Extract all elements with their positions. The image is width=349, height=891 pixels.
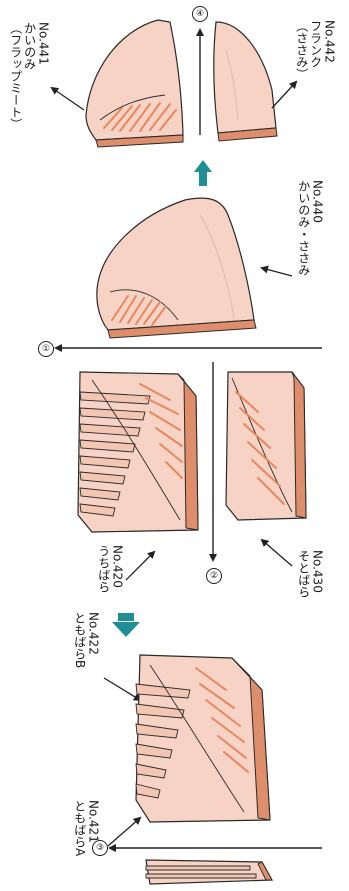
cut-marker-3: ③	[92, 840, 108, 856]
pointer-422	[104, 678, 140, 700]
label-no441-name: かいのみ	[22, 22, 36, 130]
label-no422: No.422 ともばらB	[72, 612, 100, 668]
piece-430-sotobara	[226, 372, 306, 520]
label-no442: No.442 フランク （ささみ）	[294, 20, 335, 80]
pointer-430	[262, 540, 292, 566]
piece-442-flank	[214, 22, 277, 141]
label-no420: No.420 うちばら	[96, 545, 124, 593]
label-no420-number: No.420	[110, 545, 124, 593]
label-no441-number: No.441	[36, 22, 50, 130]
process-arrow-1	[194, 160, 212, 186]
label-no442-name: フランク	[308, 20, 322, 80]
cut-marker-4: ④	[192, 6, 208, 22]
label-no441: No.441 かいのみ （フラップミート）	[8, 22, 49, 130]
pointer-420	[126, 552, 154, 580]
piece-420-uchibara	[78, 372, 198, 532]
label-no420-name: うちばら	[96, 545, 110, 593]
label-no440-name: かいのみ・ささみ	[296, 180, 310, 276]
label-no442-alt: （ささみ）	[294, 20, 308, 80]
piece-422-tomobara-b	[136, 655, 270, 822]
label-no440: No.440 かいのみ・ささみ	[296, 180, 324, 276]
cut-marker-2: ②	[206, 568, 222, 584]
label-no430-number: No.430	[310, 550, 324, 598]
pointer-441	[52, 88, 84, 110]
piece-441-flap-meat	[86, 20, 183, 147]
label-no430: No.430 そとばら	[296, 550, 324, 598]
piece-421-tomobara-a	[146, 860, 272, 884]
label-no422-name: ともばらB	[72, 612, 86, 668]
label-no430-name: そとばら	[296, 550, 310, 598]
pointer-421	[108, 818, 140, 846]
label-no421-name: ともばらA	[72, 800, 86, 856]
pointer-440	[262, 268, 292, 276]
label-no441-alt: （フラップミート）	[8, 22, 22, 130]
label-no422-number: No.422	[86, 612, 100, 668]
label-no442-number: No.442	[322, 20, 336, 80]
process-arrow-2	[112, 613, 140, 637]
pointer-442	[272, 82, 296, 108]
label-no440-number: No.440	[310, 180, 324, 276]
piece-440-kainomi-sasami	[97, 198, 256, 338]
cut-marker-1: ①	[38, 341, 54, 357]
